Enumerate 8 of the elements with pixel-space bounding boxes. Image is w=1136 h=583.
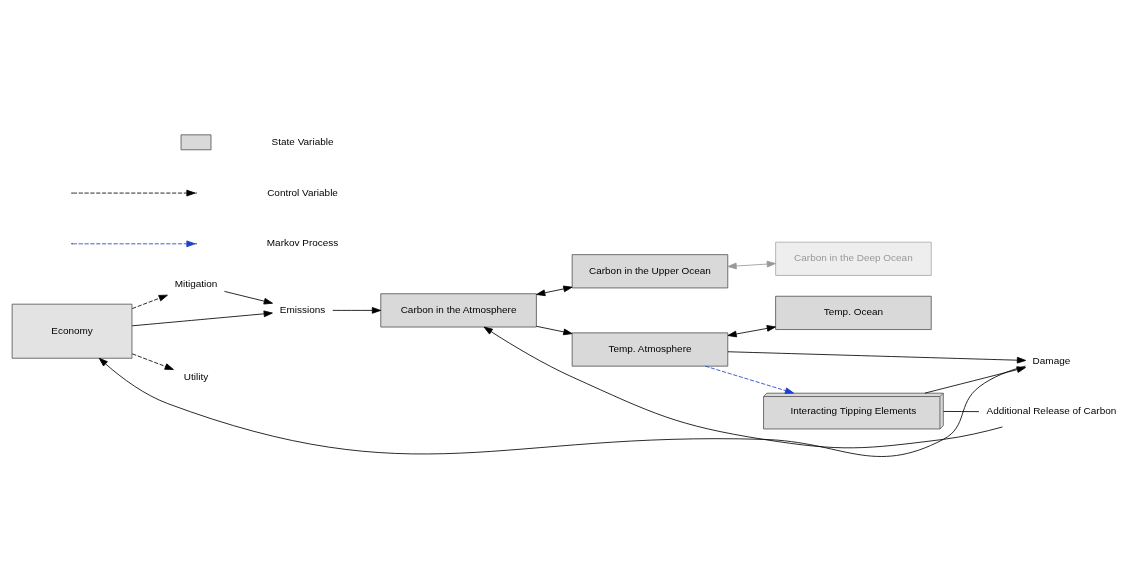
legend-label: Markov Process	[266, 236, 339, 248]
node-text: Mitigation	[174, 277, 218, 289]
node-text: Additional Release of Carbon	[986, 405, 1117, 416]
node-text: Emissions	[279, 303, 326, 315]
node-text: Utility	[183, 370, 209, 382]
legend-label: Control Variable	[267, 186, 338, 198]
node-text: Damage	[1032, 354, 1071, 366]
legend-label: State Variable	[271, 135, 334, 147]
